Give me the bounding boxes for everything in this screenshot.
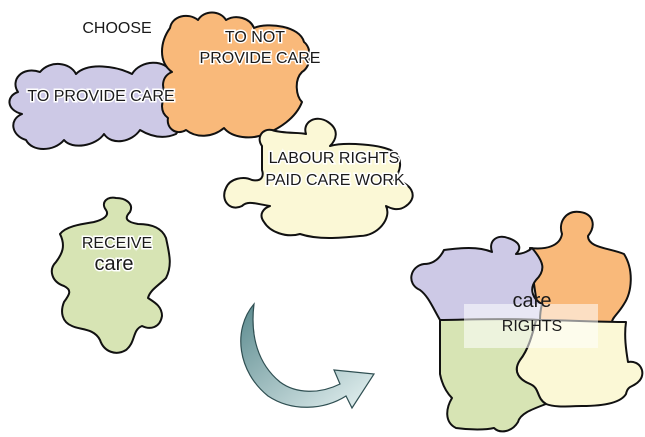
to-provide-care-label: TO PROVIDE CARE bbox=[27, 88, 174, 105]
assembled-care-label: care bbox=[513, 290, 552, 312]
assembled-rights-label: RIGHTS bbox=[502, 318, 562, 335]
provide-care-label: PROVIDE CARE bbox=[200, 50, 321, 67]
receive-care-label: care bbox=[95, 253, 134, 275]
yellow-puzzle-piece bbox=[223, 117, 414, 239]
choose-label: CHOOSE bbox=[82, 20, 151, 37]
curved-arrow-icon bbox=[240, 302, 376, 410]
orange-puzzle-piece bbox=[161, 11, 311, 139]
labour-rights-label: LABOUR RIGHTS bbox=[269, 150, 400, 167]
paid-care-work-label: PAID CARE WORK bbox=[265, 172, 405, 189]
green-puzzle-piece bbox=[50, 196, 171, 354]
receive-label: RECEIVE bbox=[82, 235, 152, 252]
lavender-puzzle-piece bbox=[8, 61, 181, 150]
assembled-label-box bbox=[464, 304, 598, 348]
to-not-label: TO NOT bbox=[225, 29, 285, 46]
assembled-puzzle bbox=[410, 210, 644, 433]
